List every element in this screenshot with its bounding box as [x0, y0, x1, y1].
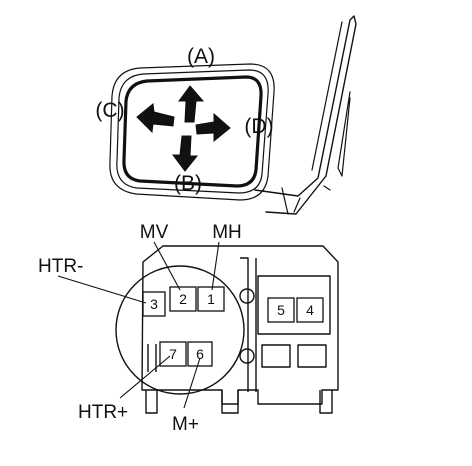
signal-label-mh: MH: [212, 222, 242, 243]
arrow-left-icon: [136, 103, 175, 134]
connector-blank-cell-2: [297, 344, 327, 368]
signal-label-m-plus: M+: [172, 414, 199, 435]
pin-cells: [142, 286, 324, 367]
pin-cell-1: [197, 286, 225, 312]
leader-m-plus: [183, 357, 201, 409]
leader-mh: [211, 241, 220, 291]
pin-cell-3: [142, 291, 166, 317]
connector-tab-left: [145, 390, 158, 414]
connector-dot-upper: [239, 288, 255, 304]
pin-cell-5: [267, 297, 295, 323]
mirror-stay-inner: [281, 21, 343, 215]
direction-label-c: (C): [95, 99, 124, 122]
signal-label-mv: MV: [140, 222, 169, 243]
direction-label-a: (A): [187, 45, 215, 68]
pin-cell-7: [159, 341, 187, 367]
pin-cell-4: [296, 297, 324, 323]
leader-htr-minus: [57, 275, 147, 304]
mirror-stay: [254, 15, 357, 215]
leader-lines: [57, 241, 220, 409]
pin-number-1: 1: [207, 291, 215, 307]
pin-number-6: 6: [196, 346, 204, 362]
connector-outer-shell: [141, 245, 339, 405]
connector-cavity: [240, 257, 257, 392]
arrow-down-icon: [172, 135, 199, 172]
connector-lock-ring: [115, 265, 245, 395]
arrow-right-icon: [195, 112, 231, 143]
pin-number-7: 7: [169, 346, 177, 362]
pin-number-5: 5: [277, 302, 285, 318]
signal-label-htr-plus: HTR+: [78, 402, 128, 423]
mirror-stay-edge: [323, 91, 351, 191]
direction-label-d: (D): [244, 115, 273, 138]
mirror-glass: [122, 75, 263, 188]
leader-htr-plus: [119, 355, 171, 399]
direction-label-b: (B): [174, 172, 202, 195]
connector-dot-lower: [239, 348, 255, 364]
mirror-housing-middle: [116, 69, 269, 194]
pin-number-2: 2: [179, 291, 187, 307]
mirror-assembly: [109, 15, 357, 215]
mirror-housing-outer: [109, 63, 275, 201]
connector-lower-frame: [147, 344, 157, 372]
direction-arrows: [136, 85, 231, 172]
connector-tab-right: [319, 390, 333, 414]
pin-cell-6: [187, 341, 213, 367]
connector-blank-cell-1: [261, 344, 291, 368]
pin-number-3: 3: [150, 296, 158, 312]
connector-tab-middle: [221, 390, 239, 414]
connector-body: [115, 245, 339, 414]
signal-label-htr-minus: HTR-: [38, 256, 83, 277]
connector-right-block: [257, 275, 331, 335]
pin-cell-2: [169, 286, 197, 312]
pin-number-4: 4: [306, 302, 314, 318]
arrow-up-icon: [178, 85, 205, 123]
leader-mv: [153, 241, 181, 291]
